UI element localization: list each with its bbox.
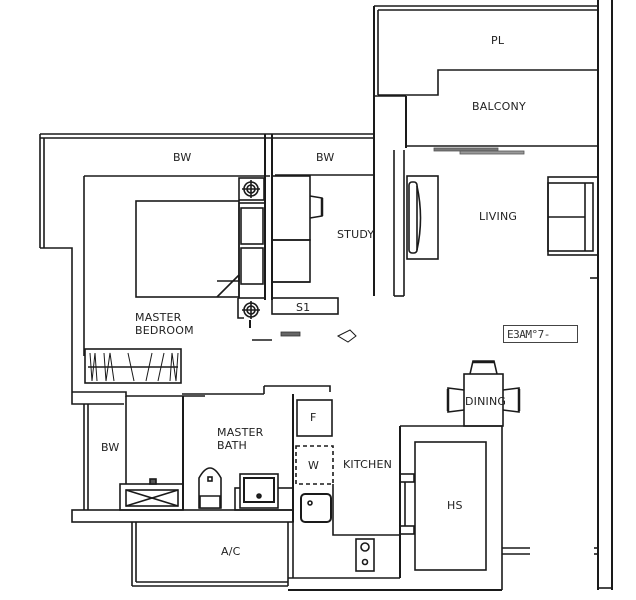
room-label-s1: S1 (296, 301, 311, 314)
room-label-master-bath-1: MASTER (217, 426, 264, 439)
room-label-bw-top-right: BW (316, 151, 335, 164)
exterior-right-wall (597, 0, 613, 590)
appliance-label-washer: W (308, 459, 320, 472)
study-desk (271, 175, 324, 283)
room-label-balcony: BALCONY (472, 100, 526, 113)
bay-window-top (39, 133, 374, 392)
ac-ledge (131, 522, 289, 587)
dining-table (446, 360, 521, 427)
wardrobe (84, 348, 182, 384)
tv-console (406, 175, 439, 260)
room-label-bw-bottom: BW (101, 441, 120, 454)
household-shelter (400, 425, 598, 590)
s1-store (237, 297, 357, 343)
room-label-ac: A/C (221, 545, 241, 558)
kitchen-outline (288, 394, 502, 591)
bedroom-bottom-wall (71, 385, 331, 405)
room-label-living: LIVING (479, 210, 518, 223)
master-bed (135, 177, 266, 299)
room-label-master-bath-2: BATH (217, 439, 248, 452)
room-label-study: STUDY (337, 228, 375, 241)
room-label-dining: DINING (465, 395, 507, 408)
appliance-label-fridge: F (310, 411, 317, 424)
room-label-bw-top-left: BW (173, 151, 192, 164)
pl-balcony-outline (373, 5, 598, 150)
master-bath-outline (71, 394, 294, 523)
room-label-kitchen: KITCHEN (343, 458, 393, 471)
room-label-hs: HS (447, 499, 463, 512)
watermark-stamp: E3AM°7- (503, 325, 578, 343)
balcony-sliding-door (406, 145, 598, 155)
bay-window-bottom (83, 396, 127, 510)
sofa (547, 176, 599, 256)
room-label-pl: PL (491, 34, 505, 47)
bedroom-study-wall (264, 134, 273, 300)
room-label-master-bedroom-2: BEDROOM (135, 324, 194, 337)
room-label-master-bedroom-1: MASTER (135, 311, 182, 324)
